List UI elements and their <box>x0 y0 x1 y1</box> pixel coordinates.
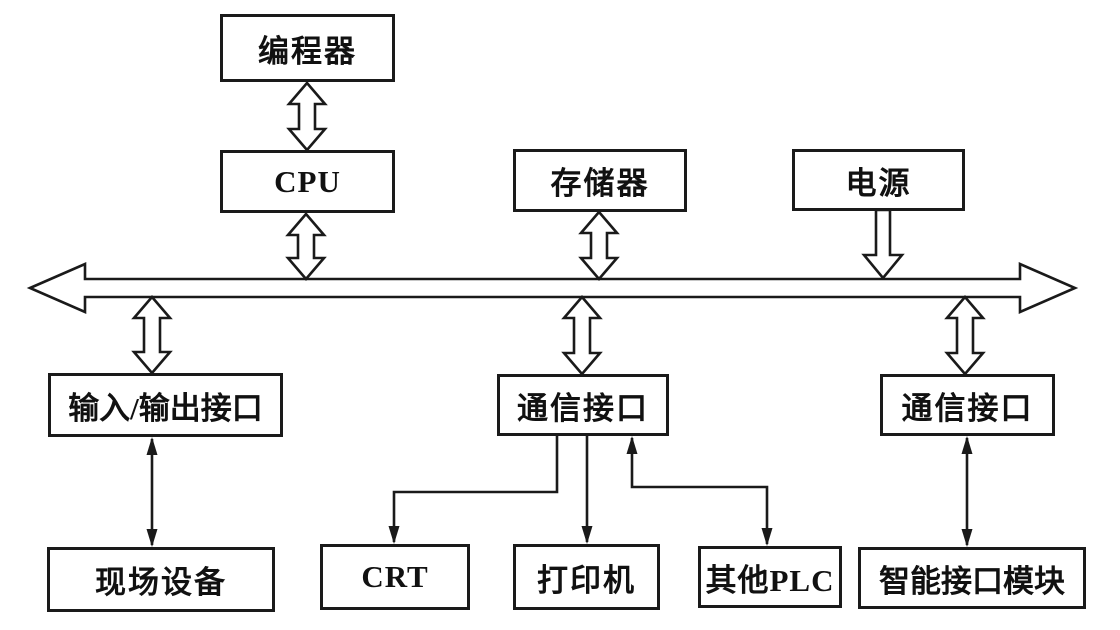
printer-box: 打印机 <box>513 544 660 610</box>
field-device-label: 现场设备 <box>95 565 227 600</box>
io-interface-box: 输入/输出接口 <box>48 373 283 437</box>
printer-label: 打印机 <box>537 562 636 598</box>
field-device-box: 现场设备 <box>47 547 275 612</box>
smart-interface-module-label: 智能接口模块 <box>879 563 1065 599</box>
io-interface-label: 输入/输出接口 <box>68 390 263 426</box>
crt-label: CRT <box>361 559 429 594</box>
arrow-comm-mid-other-plc <box>626 436 773 546</box>
crt-box: CRT <box>320 544 470 610</box>
power-supply-box: 电源 <box>792 149 965 211</box>
cpu-label: CPU <box>274 163 341 199</box>
cpu-box: CPU <box>220 150 395 213</box>
programmer-box: 编程器 <box>220 14 395 82</box>
arrow-comm-mid-crt <box>388 436 559 544</box>
other-plc-box: 其他PLC <box>698 546 842 608</box>
memory-label: 存储器 <box>550 166 650 201</box>
arrow-bus-comm-mid <box>561 295 603 376</box>
comm-interface-mid-box: 通信接口 <box>497 374 669 436</box>
arrow-bus-comm-right <box>944 295 986 376</box>
comm-interface-right-box: 通信接口 <box>880 374 1055 436</box>
bus-arrow <box>26 262 1079 314</box>
comm-interface-right-label: 通信接口 <box>901 390 1034 426</box>
programmer-label: 编程器 <box>258 33 357 69</box>
smart-interface-module-box: 智能接口模块 <box>858 547 1086 609</box>
other-plc-label: 其他PLC <box>705 562 835 598</box>
memory-box: 存储器 <box>513 149 687 212</box>
comm-interface-mid-label: 通信接口 <box>517 390 649 426</box>
arrow-power-bus <box>861 208 905 281</box>
arrow-cpu-bus <box>285 212 327 281</box>
power-supply-label: 电源 <box>845 165 912 201</box>
arrow-memory-bus <box>578 210 620 281</box>
arrow-bus-io-interface <box>131 295 173 375</box>
arrow-programmer-cpu <box>286 81 328 152</box>
